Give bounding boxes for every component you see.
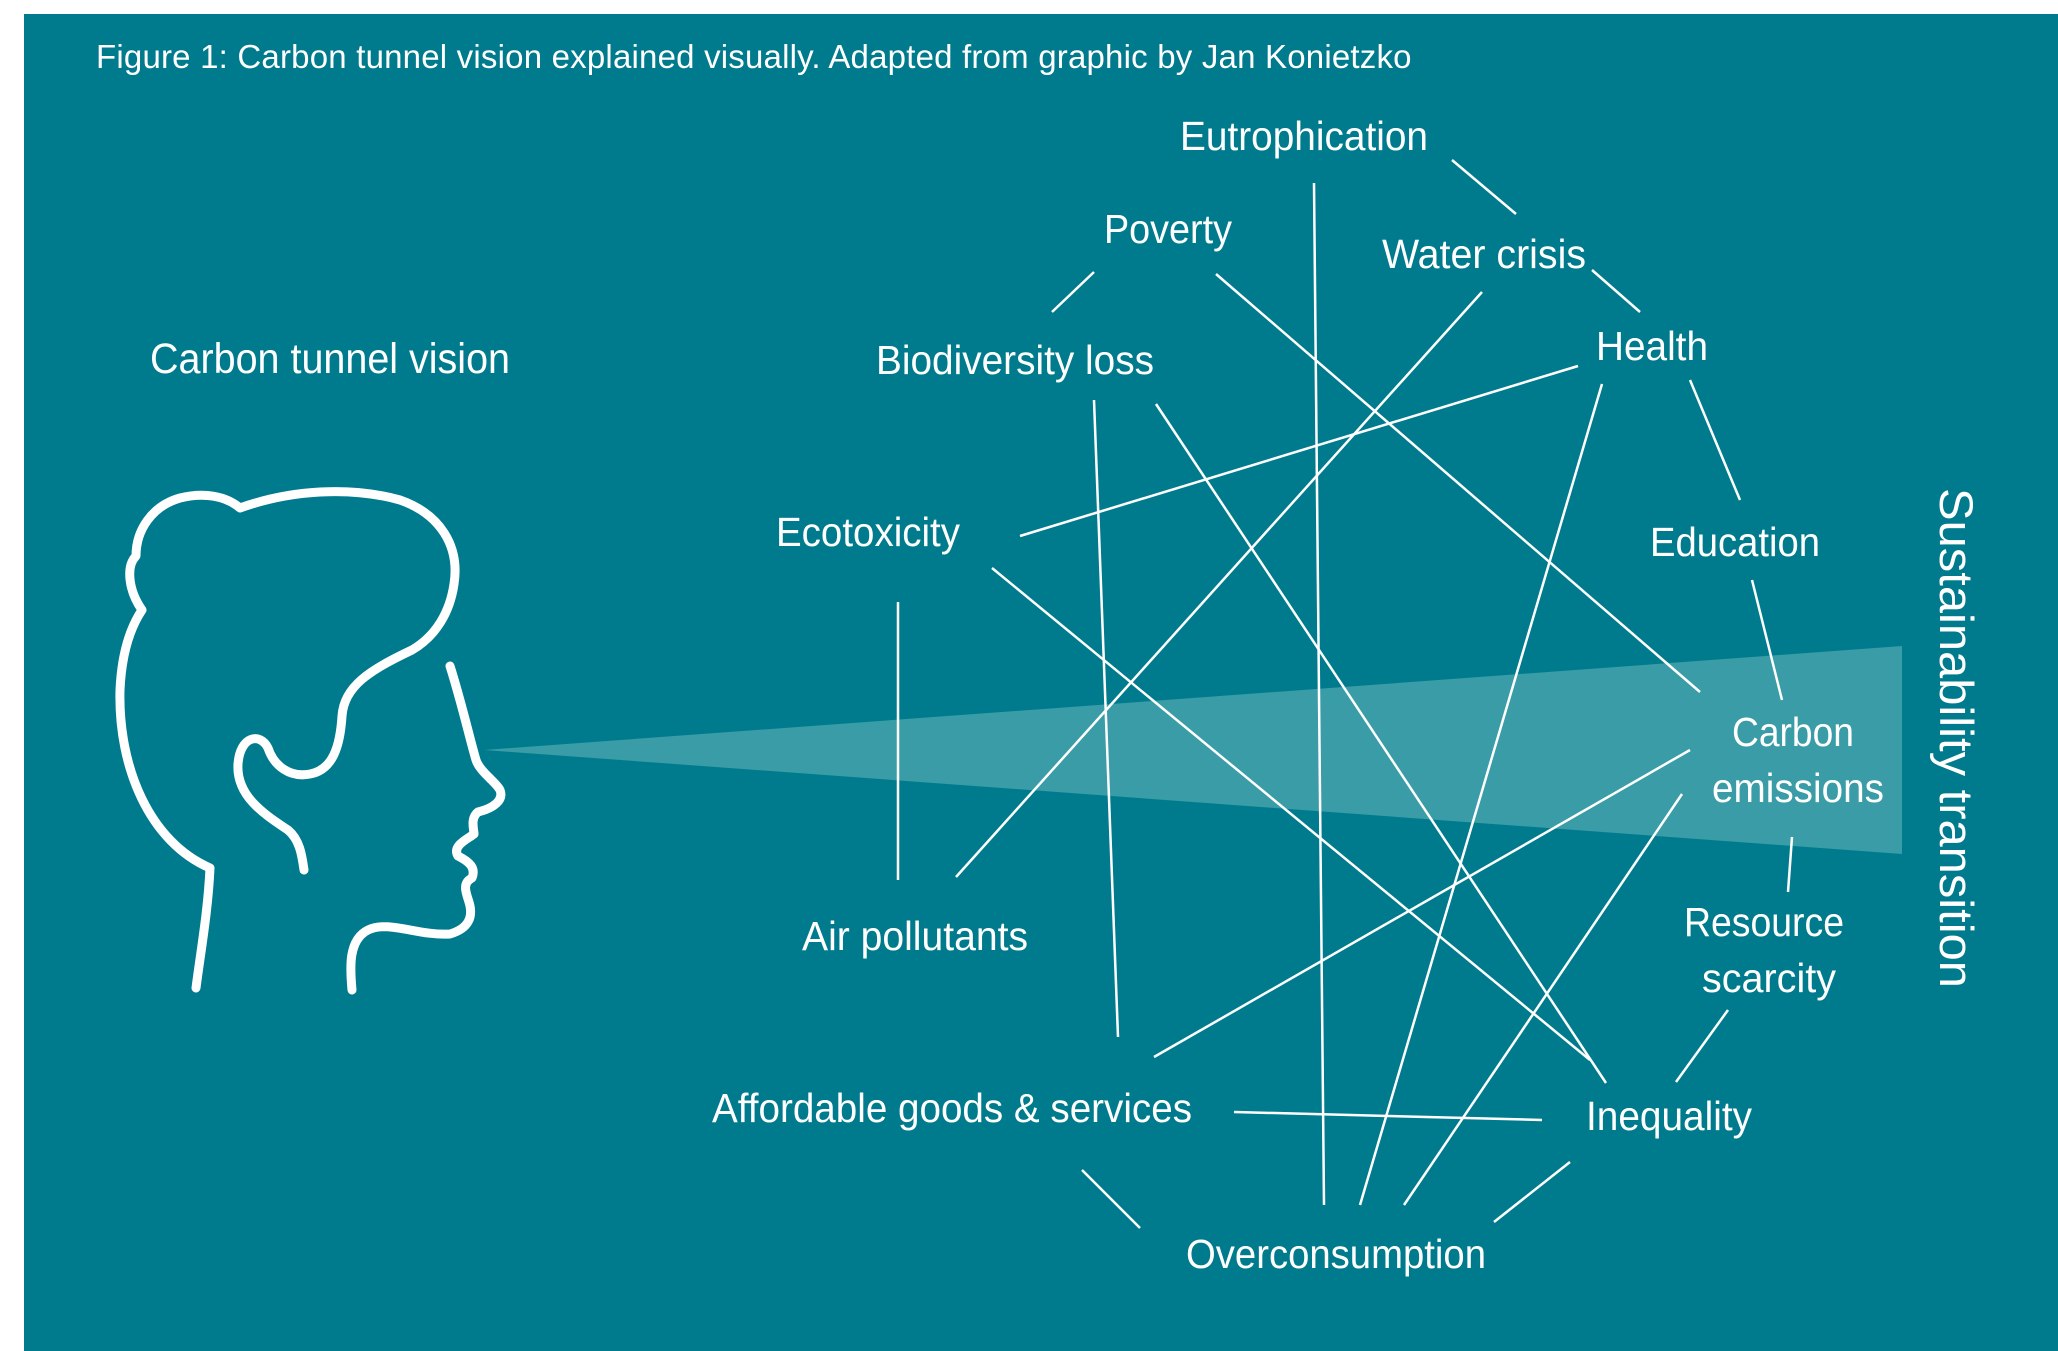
node-eutrophication: Eutrophication bbox=[1180, 113, 1428, 159]
node-carbon-emissions-line2: emissions bbox=[1712, 765, 1884, 811]
node-education: Education bbox=[1650, 519, 1820, 565]
sustainability-transition-label: Sustainability transition bbox=[1930, 488, 1983, 988]
carbon-tunnel-vision-heading: Carbon tunnel vision bbox=[150, 335, 510, 383]
node-inequality: Inequality bbox=[1586, 1093, 1752, 1139]
node-resource-scarcity-line2: scarcity bbox=[1702, 955, 1836, 1001]
node-carbon-emissions-line1: Carbon bbox=[1732, 709, 1854, 755]
node-ecotoxicity: Ecotoxicity bbox=[776, 509, 960, 555]
head-shape-path bbox=[115, 487, 460, 993]
vision-cone-icon bbox=[484, 646, 1902, 854]
node-air-pollutants: Air pollutants bbox=[802, 913, 1028, 959]
face-profile-path bbox=[346, 661, 506, 995]
node-affordable-goods: Affordable goods & services bbox=[712, 1085, 1192, 1131]
node-resource-scarcity-line1: Resource bbox=[1684, 899, 1844, 945]
node-poverty: Poverty bbox=[1104, 206, 1232, 252]
node-overconsumption: Overconsumption bbox=[1186, 1231, 1486, 1277]
node-water-crisis: Water crisis bbox=[1382, 231, 1586, 277]
head-profile-icon bbox=[115, 487, 506, 995]
connection-lines bbox=[896, 159, 1794, 1229]
node-biodiversity-loss: Biodiversity loss bbox=[876, 337, 1154, 383]
node-health: Health bbox=[1596, 323, 1708, 369]
figure-caption: Figure 1: Carbon tunnel vision explained… bbox=[96, 38, 1412, 75]
